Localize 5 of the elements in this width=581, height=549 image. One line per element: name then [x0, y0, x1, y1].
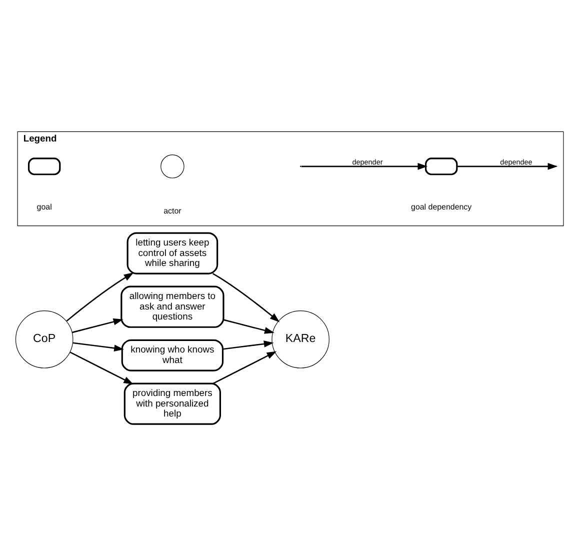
edge-label: dependee [500, 156, 532, 166]
legend-label: actor [164, 206, 182, 215]
edge-label: depender [352, 156, 383, 166]
legend-label: goal [36, 202, 52, 212]
legend-label: goal dependency [411, 202, 472, 212]
